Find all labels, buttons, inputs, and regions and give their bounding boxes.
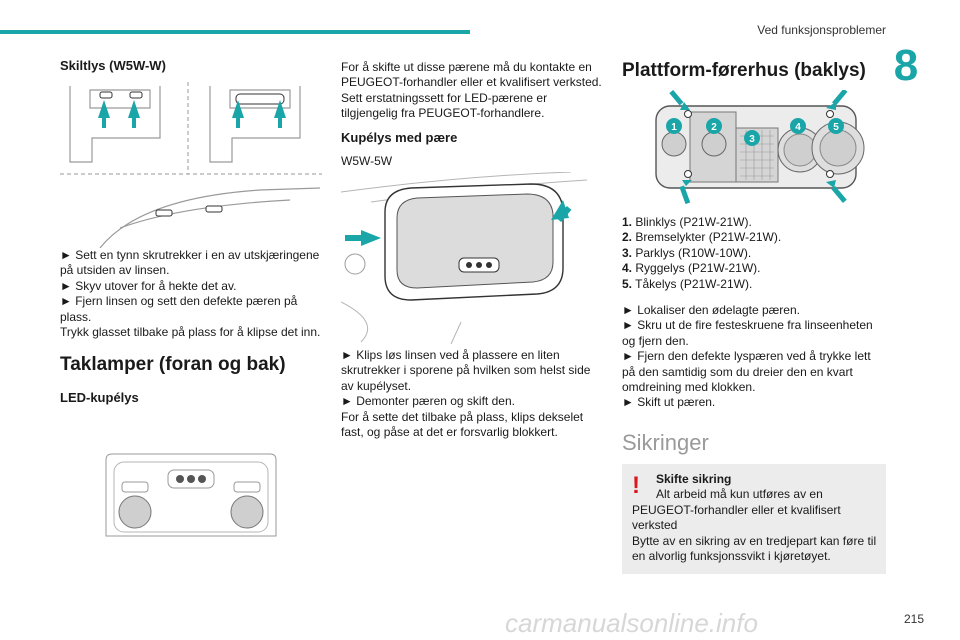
section-header: Ved funksjonsproblemer bbox=[757, 23, 886, 37]
warning-icon: ! bbox=[632, 472, 640, 499]
callout-1: 1 bbox=[671, 122, 677, 133]
ceiling-lamps-section: Taklamper (foran og bak) LED-kupélys bbox=[60, 354, 328, 405]
bulb-list: 1. Blinklys (P21W-21W). 2. Bremselykter … bbox=[622, 215, 886, 292]
step-text: ► Sett en tynn skrutrekker i en av utskj… bbox=[60, 248, 320, 278]
license-plate-illustration bbox=[60, 82, 322, 248]
step-text: ► Skift ut pæren. bbox=[622, 395, 716, 410]
step-text: ► Fjern linsen og sett den defekte pæren… bbox=[60, 294, 298, 324]
step-text: ► Klips løs linsen ved å plassere en lit… bbox=[341, 348, 591, 393]
warning-box: ! Skifte sikring Alt arbeid må kun utfør… bbox=[622, 464, 886, 574]
list-item: 4. Ryggelys (P21W-21W). bbox=[622, 261, 761, 276]
fuses-section: Sikringer bbox=[622, 430, 886, 456]
step-text: ► Lokaliser den ødelagte pæren. bbox=[622, 303, 800, 317]
callout-4: 4 bbox=[795, 122, 801, 133]
dome-bulb-title: Kupélys med pære bbox=[341, 129, 458, 145]
dome-light-steps: ► Klips løs linsen ved å plassere en lit… bbox=[341, 348, 606, 440]
list-item: 1. Blinklys (P21W-21W). bbox=[622, 215, 752, 229]
dome-light-bulb-illustration bbox=[341, 172, 588, 344]
step-text: ► Demonter pæren og skift den. bbox=[341, 394, 515, 409]
intro-text: For å skifte ut disse pærene må du konta… bbox=[341, 60, 602, 121]
page-number: 215 bbox=[903, 612, 924, 626]
column-license-plate: Skiltlys (W5W-W) bbox=[60, 54, 328, 73]
rear-light-steps: ► Lokaliser den ødelagte pæren. ► Skru u… bbox=[622, 303, 886, 411]
step-text: ► Skyv utover for å hekte det av. bbox=[60, 278, 237, 293]
fuses-title: Sikringer bbox=[622, 430, 709, 455]
step-text: ► Fjern den defekte lyspæren ved å trykk… bbox=[622, 349, 871, 395]
warning-title: Skifte sikring bbox=[656, 472, 732, 486]
step-text: Trykk glasset tilbake på plass for å kli… bbox=[60, 325, 321, 340]
bulb-type: W5W-5W bbox=[341, 153, 393, 168]
led-dome-light-illustration bbox=[105, 453, 277, 537]
callout-2: 2 bbox=[711, 122, 717, 133]
license-plate-steps: ► Sett en tynn skrutrekker i en av utskj… bbox=[60, 248, 328, 340]
warning-text-2: Bytte av en sikring av en tredjepart kan… bbox=[632, 533, 877, 564]
list-item: 5. Tåkelys (P21W-21W). bbox=[622, 276, 753, 291]
column-platform-cab: Plattform-førerhus (baklys) bbox=[622, 60, 886, 82]
callout-3: 3 bbox=[749, 134, 755, 145]
list-item: 2. Bremselykter (P21W-21W). bbox=[622, 230, 782, 245]
callout-5: 5 bbox=[833, 122, 839, 133]
step-text: For å sette det tilbake på plass, klips … bbox=[341, 409, 584, 440]
list-item: 3. Parklys (R10W-10W). bbox=[622, 245, 752, 260]
top-accent-bar bbox=[0, 30, 470, 34]
watermark: carmanualsonline.info bbox=[505, 608, 758, 638]
step-text: ► Skru ut de fire festeskruene fra linse… bbox=[622, 318, 873, 348]
led-dome-light-title: LED-kupélys bbox=[60, 390, 139, 405]
warning-text: Skifte sikring Alt arbeid må kun utføres… bbox=[632, 472, 880, 564]
column-dome-light: For å skifte ut disse pærene må du konta… bbox=[341, 60, 606, 169]
rear-light-illustration: 1 2 3 4 5 bbox=[655, 90, 865, 205]
chapter-number: 8 bbox=[893, 41, 919, 90]
license-plate-title: Skiltlys (W5W-W) bbox=[60, 58, 166, 73]
platform-cab-title: Plattform-førerhus (baklys) bbox=[622, 60, 866, 81]
ceiling-lamps-title: Taklamper (foran og bak) bbox=[60, 354, 286, 375]
warning-text-1: Alt arbeid må kun utføres av en PEUGEOT-… bbox=[632, 487, 841, 533]
